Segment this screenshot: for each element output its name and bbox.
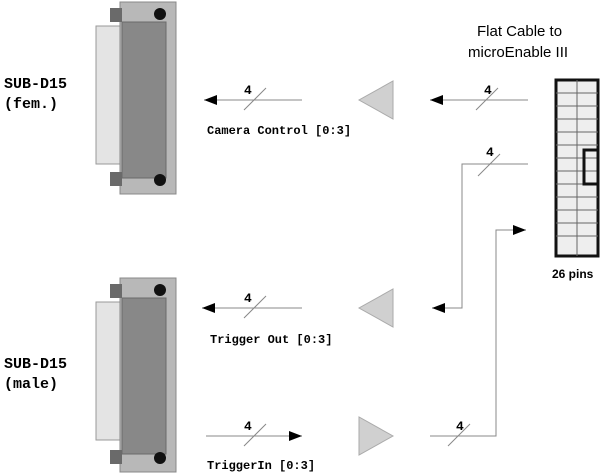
trigger-out-label: Trigger Out [0:3] xyxy=(210,333,332,347)
trigger-out-bus-width: 4 xyxy=(244,291,252,306)
connector-top xyxy=(95,1,177,195)
connector-bottom-face xyxy=(95,301,123,441)
camera-control-arrowhead-left xyxy=(204,95,217,105)
connector-top-body xyxy=(121,21,167,179)
trigger-in-label: TriggerIn [0:3] xyxy=(207,459,315,473)
connector-top-label-line2: (fem.) xyxy=(4,96,58,113)
connector-bottom-label-line1: SUB-D15 xyxy=(4,356,67,373)
trigger-in-cable-bus-width: 4 xyxy=(456,419,464,434)
trigger-in-buffer xyxy=(358,416,395,456)
connector-top-screw-lower xyxy=(154,174,166,186)
camera-control-cable-bus-width: 4 xyxy=(484,83,492,98)
trigger-in-bus-width: 4 xyxy=(244,419,252,434)
connector-top-face xyxy=(95,25,123,165)
trigger-in-arrowhead-right xyxy=(289,431,302,441)
connector-top-tab-lower xyxy=(110,172,122,186)
trigger-out-arrowhead-left xyxy=(202,303,215,313)
connector-bottom-label-line2: (male) xyxy=(4,376,58,393)
camera-control-path xyxy=(204,80,528,120)
connector-top-tab-upper xyxy=(110,8,122,22)
camera-control-arrowhead-right xyxy=(430,95,443,105)
camera-control-buffer xyxy=(357,80,394,120)
camera-control-bus-width: 4 xyxy=(244,83,252,98)
connector-bottom-body xyxy=(121,297,167,455)
camera-control-label: Camera Control [0:3] xyxy=(207,124,351,138)
connector-top-label-line1: SUB-D15 xyxy=(4,76,67,93)
connector-top-screw-upper xyxy=(154,8,166,20)
flat-cable-pins-label: 26 pins xyxy=(552,267,594,281)
flat-cable-title-line2: microEnable III xyxy=(468,44,568,61)
connector-bottom-tab-lower xyxy=(110,450,122,464)
trigger-out-arrowhead-right xyxy=(432,303,445,313)
connector-bottom-screw-upper xyxy=(154,284,166,296)
trigger-out-path xyxy=(202,153,528,328)
connector-bottom xyxy=(95,277,177,473)
flat-cable-key-notch xyxy=(582,148,600,186)
connector-bottom-tab-upper xyxy=(110,284,122,298)
trigger-out-buffer xyxy=(357,288,394,328)
flat-cable-title-line1: Flat Cable to xyxy=(477,23,562,40)
trigger-out-cable-bus-width: 4 xyxy=(486,145,494,160)
connector-bottom-screw-lower xyxy=(154,452,166,464)
flat-cable-connector xyxy=(554,78,600,258)
trigger-in-path xyxy=(206,225,526,456)
trigger-in-arrowhead-cable xyxy=(513,225,526,235)
